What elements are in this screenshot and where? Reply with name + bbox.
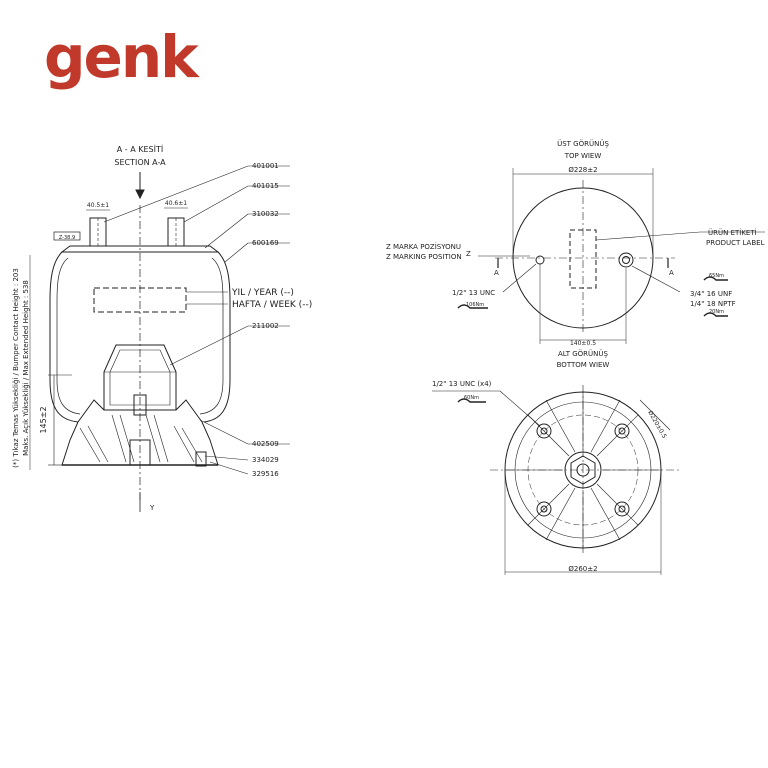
bottom-diameter: Ø260±2	[568, 565, 597, 573]
part-number: 402509	[252, 440, 279, 448]
bottom-thread: 1/2" 13 UNC (x4)	[432, 380, 492, 388]
section-title: A - A KESİTİ	[117, 144, 163, 154]
section-subtitle: SECTION A-A	[114, 158, 166, 167]
section-view	[29, 165, 290, 512]
thread-right-2: 1/4" 18 NPTF	[690, 300, 736, 308]
small-box-label: Z-38.9	[59, 235, 75, 241]
bottom-view-subtitle: BOTTOM WIEW	[557, 361, 610, 369]
product-label-tr: ÜRÜN ETİKETİ	[708, 228, 757, 237]
date-week-label: HAFTA / WEEK (--)	[232, 300, 312, 310]
bottom-torque: 60Nm	[464, 395, 479, 401]
z-label: Z	[466, 250, 471, 258]
bumper-height-note: (*) Tıkaz Temas Yüksekliği / Bumper Cont…	[12, 268, 20, 468]
top-view-title: ÜST GÖRÜNÜŞ	[557, 139, 609, 148]
height-dimension: 145±2	[39, 406, 48, 433]
thread-left: 1/2" 13 UNC	[452, 289, 495, 297]
top-diameter: Ø228±2	[568, 166, 597, 174]
z-marking-en: Z MARKING POSITION	[386, 253, 462, 261]
torque-right-2: 20Nm	[709, 309, 724, 315]
part-number: 600169	[252, 239, 279, 247]
genk-logo: genk	[44, 23, 199, 91]
torque-left: 106Nm	[466, 302, 484, 308]
part-number: 401015	[252, 182, 279, 190]
date-year-label: YIL / YEAR (--)	[231, 288, 294, 298]
top-view	[457, 168, 765, 344]
axis-y-label: Y	[149, 504, 155, 512]
dim-stud-left: 40.5±1	[87, 202, 109, 209]
part-number: 329516	[252, 470, 279, 478]
section-a-right: A	[669, 269, 674, 277]
torque-right: 65Nm	[709, 273, 724, 279]
dim-stud-right: 40.6±1	[165, 200, 187, 207]
product-label-en: PRODUCT LABEL	[706, 239, 765, 247]
bottom-view-title: ALT GÖRÜNÜŞ	[558, 349, 609, 358]
hole-spacing: 140±0.5	[570, 340, 596, 347]
part-number: 310032	[252, 210, 279, 218]
thread-right-1: 3/4" 16 UNF	[690, 290, 732, 298]
bottom-view	[432, 385, 680, 575]
part-number: 334029	[252, 456, 279, 464]
part-number: 401001	[252, 162, 279, 170]
z-marking-tr: Z MARKA POZİSYONU	[386, 242, 461, 251]
extended-height-note: Maks. Açık Yüksekliği / Max Extended Hei…	[22, 280, 30, 456]
section-a-left: A	[494, 269, 499, 277]
part-number: 211002	[252, 322, 279, 330]
top-view-subtitle: TOP WIEW	[564, 152, 602, 160]
